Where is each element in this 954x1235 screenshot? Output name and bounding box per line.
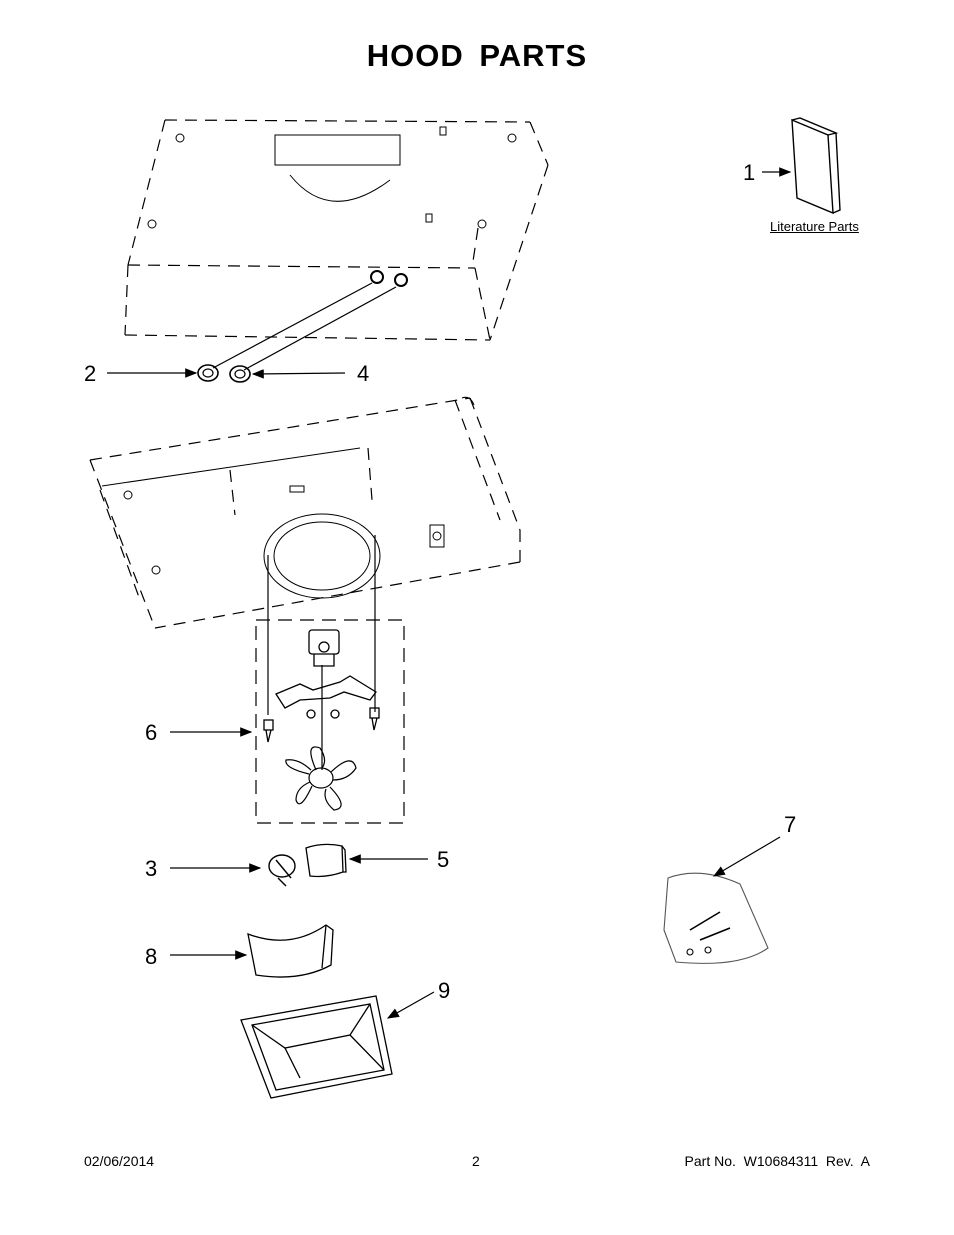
callout-8-label: 8 — [145, 944, 158, 969]
footer-date: 02/06/2014 — [84, 1153, 155, 1169]
callout-3-label: 3 — [145, 856, 158, 881]
callout-5-label: 5 — [437, 847, 450, 872]
footer-part-number: Part No. W10684311 Rev. A — [684, 1153, 870, 1169]
page-title: HOOD PARTS — [366, 38, 588, 73]
part-7-hardware-bag — [663, 872, 769, 964]
callout-4-arrow — [251, 369, 346, 379]
explode-line — [243, 286, 397, 371]
literature-parts-label: Literature Parts — [770, 219, 859, 234]
callout-9-arrow — [386, 991, 435, 1019]
footer-page-number: 2 — [472, 1153, 480, 1169]
callout-7-arrow — [712, 836, 781, 877]
callout-7-label: 7 — [784, 812, 797, 837]
grommet-holes — [370, 270, 408, 287]
hood-bottom-details — [101, 396, 475, 599]
grommet-part-2 — [197, 364, 219, 382]
motor-assembly-box — [255, 619, 405, 824]
grommet-part-4 — [229, 365, 251, 383]
callout-9-label: 9 — [438, 978, 451, 1003]
part-8-deflector — [247, 924, 334, 978]
fan-blade — [285, 746, 357, 811]
callout-2-label: 2 — [84, 361, 97, 386]
hood-top-details — [147, 126, 517, 229]
hood-bottom-housing — [89, 397, 521, 629]
explode-line — [212, 282, 373, 369]
callout-4-label: 4 — [357, 361, 370, 386]
part-5-cover — [305, 843, 347, 878]
literature-booklet — [791, 117, 841, 215]
fan-motor — [308, 629, 340, 667]
explode-lines-bracket — [267, 535, 376, 770]
callout-6-label: 6 — [145, 720, 158, 745]
part-9-grease-filter — [240, 995, 393, 1099]
hood-top-housing — [124, 119, 549, 341]
callout-1-label: 1 — [743, 160, 756, 185]
screw-part-6 — [263, 707, 380, 743]
motor-bracket — [275, 675, 377, 709]
control-knob-part-3 — [268, 854, 296, 887]
